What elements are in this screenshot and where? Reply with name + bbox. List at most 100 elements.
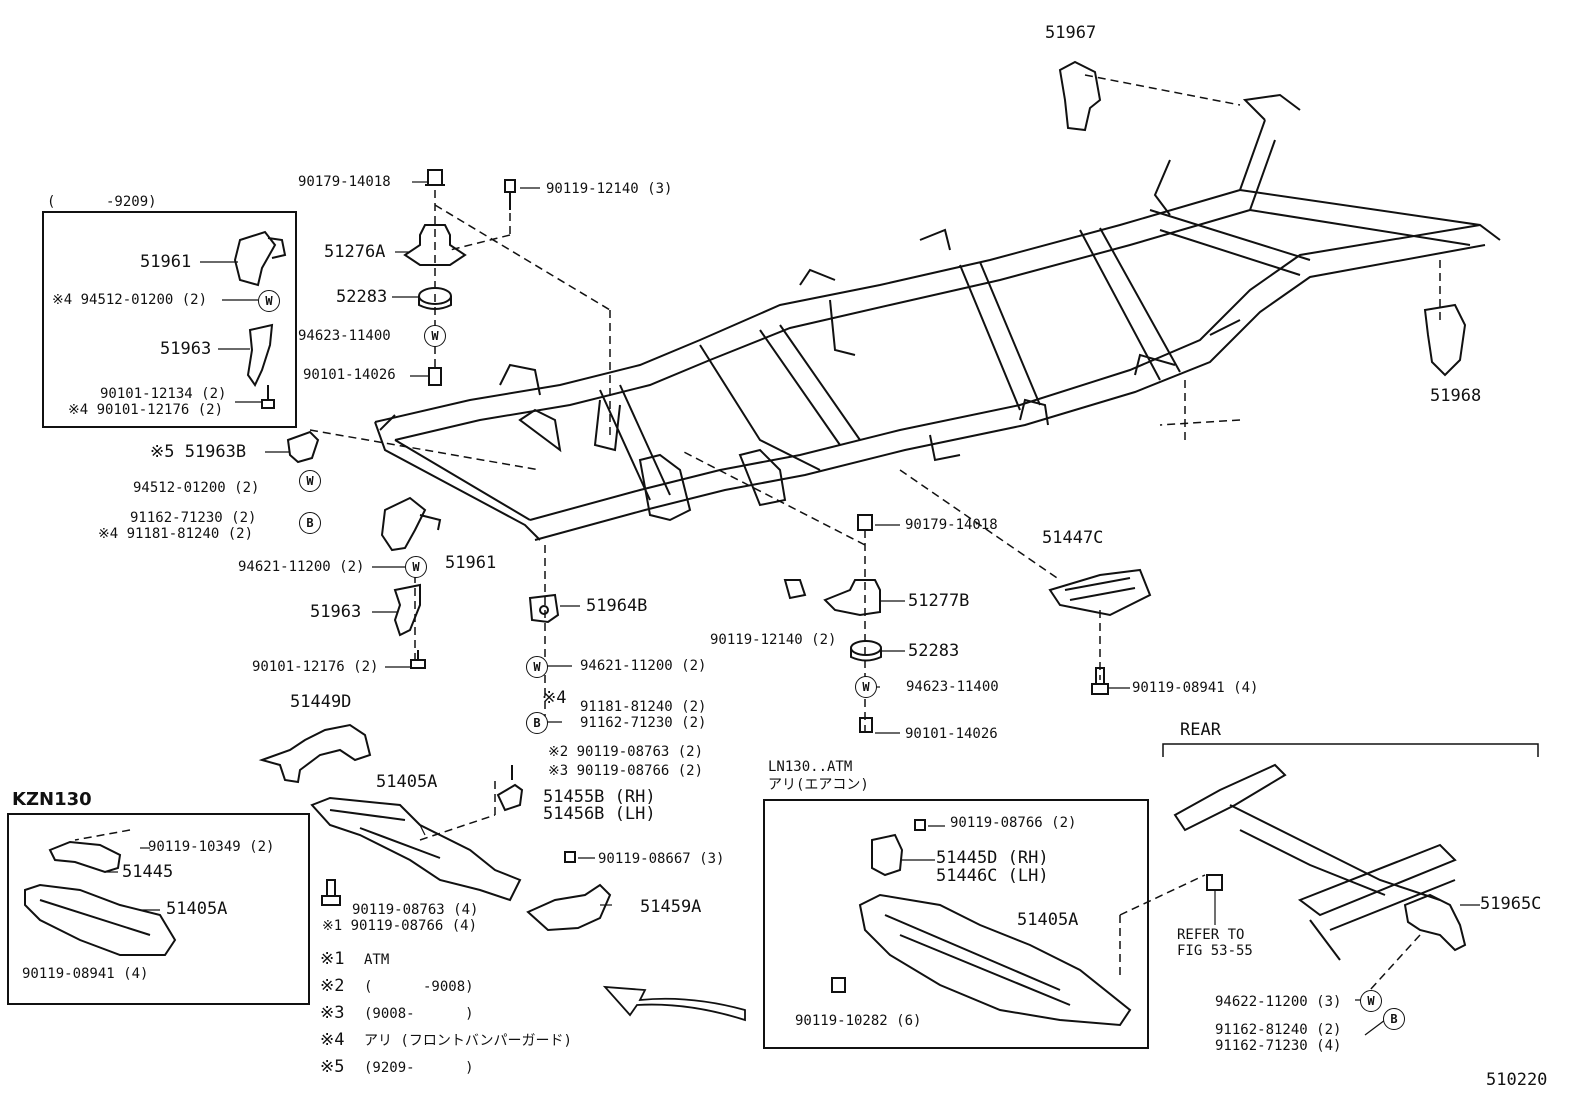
- rear-bracket-line: [1163, 744, 1538, 757]
- label-51968: 51968: [1430, 386, 1482, 406]
- label-90119-08941-b: 90119-08941 (4): [22, 966, 149, 982]
- label-52283-a: 52283: [336, 287, 388, 307]
- part-51405A-ln: [860, 895, 1130, 1025]
- label-51405A-a: 51405A: [376, 772, 438, 792]
- label-51445D: 51445D (RH): [936, 848, 1049, 868]
- label-91181-81240-a: ※4 91181-81240 (2): [98, 526, 254, 542]
- label-90101-12134: 90101-12134 (2): [100, 386, 227, 402]
- label-51963-b: 51963: [310, 602, 362, 622]
- legend-text-2: ( -9008): [364, 979, 474, 995]
- direction-arrow: [605, 987, 745, 1020]
- legend-text-5: (9209- ): [364, 1060, 474, 1076]
- front-crossmember: [375, 415, 540, 540]
- label-51961-b: 51961: [445, 553, 497, 573]
- label-51277B: 51277B: [908, 591, 970, 611]
- label-91162-81240: 91162-81240 (2): [1215, 1022, 1342, 1038]
- label-51446C: 51446C (LH): [936, 866, 1049, 886]
- label-51449D: 51449D: [290, 692, 352, 712]
- crossmember-5: [1150, 210, 1310, 275]
- washer-badge: W: [526, 656, 548, 678]
- label-94512-01200-a: ※4 94512-01200 (2): [52, 292, 208, 308]
- part-51961-a: [235, 232, 285, 285]
- bushing-stack-rear: [785, 515, 881, 732]
- inset-box-9209: [43, 212, 296, 427]
- label-51965C: 51965C: [1480, 894, 1542, 914]
- right-rail-lower: [535, 245, 1485, 540]
- label-90119-08667: 90119-08667 (3): [598, 851, 725, 867]
- bolt-e: [322, 880, 340, 905]
- legend-mark-1: ※1: [320, 949, 345, 969]
- label-94622-11200: 94622-11200 (3): [1215, 994, 1342, 1010]
- bolt-badge: B: [299, 512, 321, 534]
- label-94623-11400-b: 94623-11400: [906, 679, 999, 695]
- part-51967: [1060, 62, 1100, 130]
- part-51964B: [530, 595, 558, 622]
- bolt-d: [565, 852, 575, 862]
- legend-text-4: アリ (フロントバンパーガード): [364, 1033, 572, 1049]
- legend-text-1: ATM: [364, 952, 390, 968]
- bolt-badge: B: [1383, 1008, 1405, 1030]
- label-90119-08763-a: ※2 90119-08763 (2): [548, 744, 704, 760]
- left-rail: [375, 120, 1265, 422]
- washer-badge: W: [1360, 990, 1382, 1012]
- label-51963B: ※5 51963B: [150, 442, 247, 462]
- engine-mounts: [520, 410, 785, 520]
- label-90119-08766-b: ※1 90119-08766 (4): [322, 918, 478, 934]
- label-refer-to: REFER TO: [1177, 927, 1245, 943]
- solid-leaders: [105, 182, 1480, 1035]
- part-51965C: [1405, 895, 1465, 950]
- label-91181-mark: ※4: [542, 688, 567, 708]
- label-fig-53-55: FIG 53-55: [1177, 943, 1253, 959]
- bolt-f: [832, 978, 845, 992]
- label-51445: 51445: [122, 862, 174, 882]
- crossmember-4: [1080, 228, 1180, 380]
- label-51961-a: 51961: [140, 252, 192, 272]
- bolt-refer: [1207, 875, 1222, 890]
- label-51276A: 51276A: [324, 242, 386, 262]
- washer-badge: W: [258, 290, 280, 312]
- label-90119-08763-b: 90119-08763 (4): [352, 902, 479, 918]
- washer-badge: W: [855, 676, 877, 698]
- label-91162-71230-b: 91162-71230 (2): [580, 715, 707, 731]
- part-51445-kzn: [50, 842, 120, 872]
- washer-badge: W: [424, 325, 446, 347]
- chassis-frame: [375, 95, 1500, 540]
- inset-box-kzn130: [8, 814, 309, 1004]
- label-90119-12140-2: 90119-12140 (2): [710, 632, 837, 648]
- part-51963-b: [395, 585, 420, 635]
- part-51963-a: [248, 325, 272, 385]
- washer-badge: W: [405, 556, 427, 578]
- label-90101-12176-a: ※4 90101-12176 (2): [68, 402, 224, 418]
- label-51455B: 51455B (RH): [543, 787, 656, 807]
- label-90101-12176-b: 90101-12176 (2): [252, 659, 379, 675]
- label-90119-10282: 90119-10282 (6): [795, 1013, 922, 1029]
- label-52283-b: 52283: [908, 641, 960, 661]
- legend-mark-4: ※4: [320, 1030, 345, 1050]
- bolt-badge: B: [526, 712, 548, 734]
- label-51405A-b: 51405A: [166, 899, 228, 919]
- label-51447C: 51447C: [1042, 528, 1104, 548]
- label-diagram-code: 510220: [1486, 1070, 1548, 1090]
- label-90179-14018-b: 90179-14018: [905, 517, 998, 533]
- legend-text-3: (9008- ): [364, 1006, 474, 1022]
- part-51447C: [1050, 570, 1150, 615]
- legend-mark-2: ※2: [320, 976, 345, 996]
- bolt-c: [1092, 668, 1108, 694]
- label-94621-11200-a: 94621-11200 (2): [238, 559, 365, 575]
- label-94621-11200-b: 94621-11200 (2): [580, 658, 707, 674]
- rear-view: [1175, 765, 1465, 960]
- label-90119-12140-3: 90119-12140 (3): [546, 181, 673, 197]
- crossmember-1: [600, 385, 670, 500]
- label-90119-08941-a: 90119-08941 (4): [1132, 680, 1259, 696]
- washer-badge: W: [299, 470, 321, 492]
- label-51459A: 51459A: [640, 897, 702, 917]
- bolt-a: [262, 385, 274, 408]
- label-91181-81240-b: 91181-81240 (2): [580, 699, 707, 715]
- label-90119-10349: 90119-10349 (2): [148, 839, 275, 855]
- label-51456B: 51456B (LH): [543, 804, 656, 824]
- part-51961-b: [382, 498, 440, 550]
- label-94512-01200-b: 94512-01200 (2): [133, 480, 260, 496]
- label-rear: REAR: [1180, 720, 1221, 740]
- part-51459A: [528, 885, 610, 930]
- part-51405A-kzn: [25, 885, 175, 955]
